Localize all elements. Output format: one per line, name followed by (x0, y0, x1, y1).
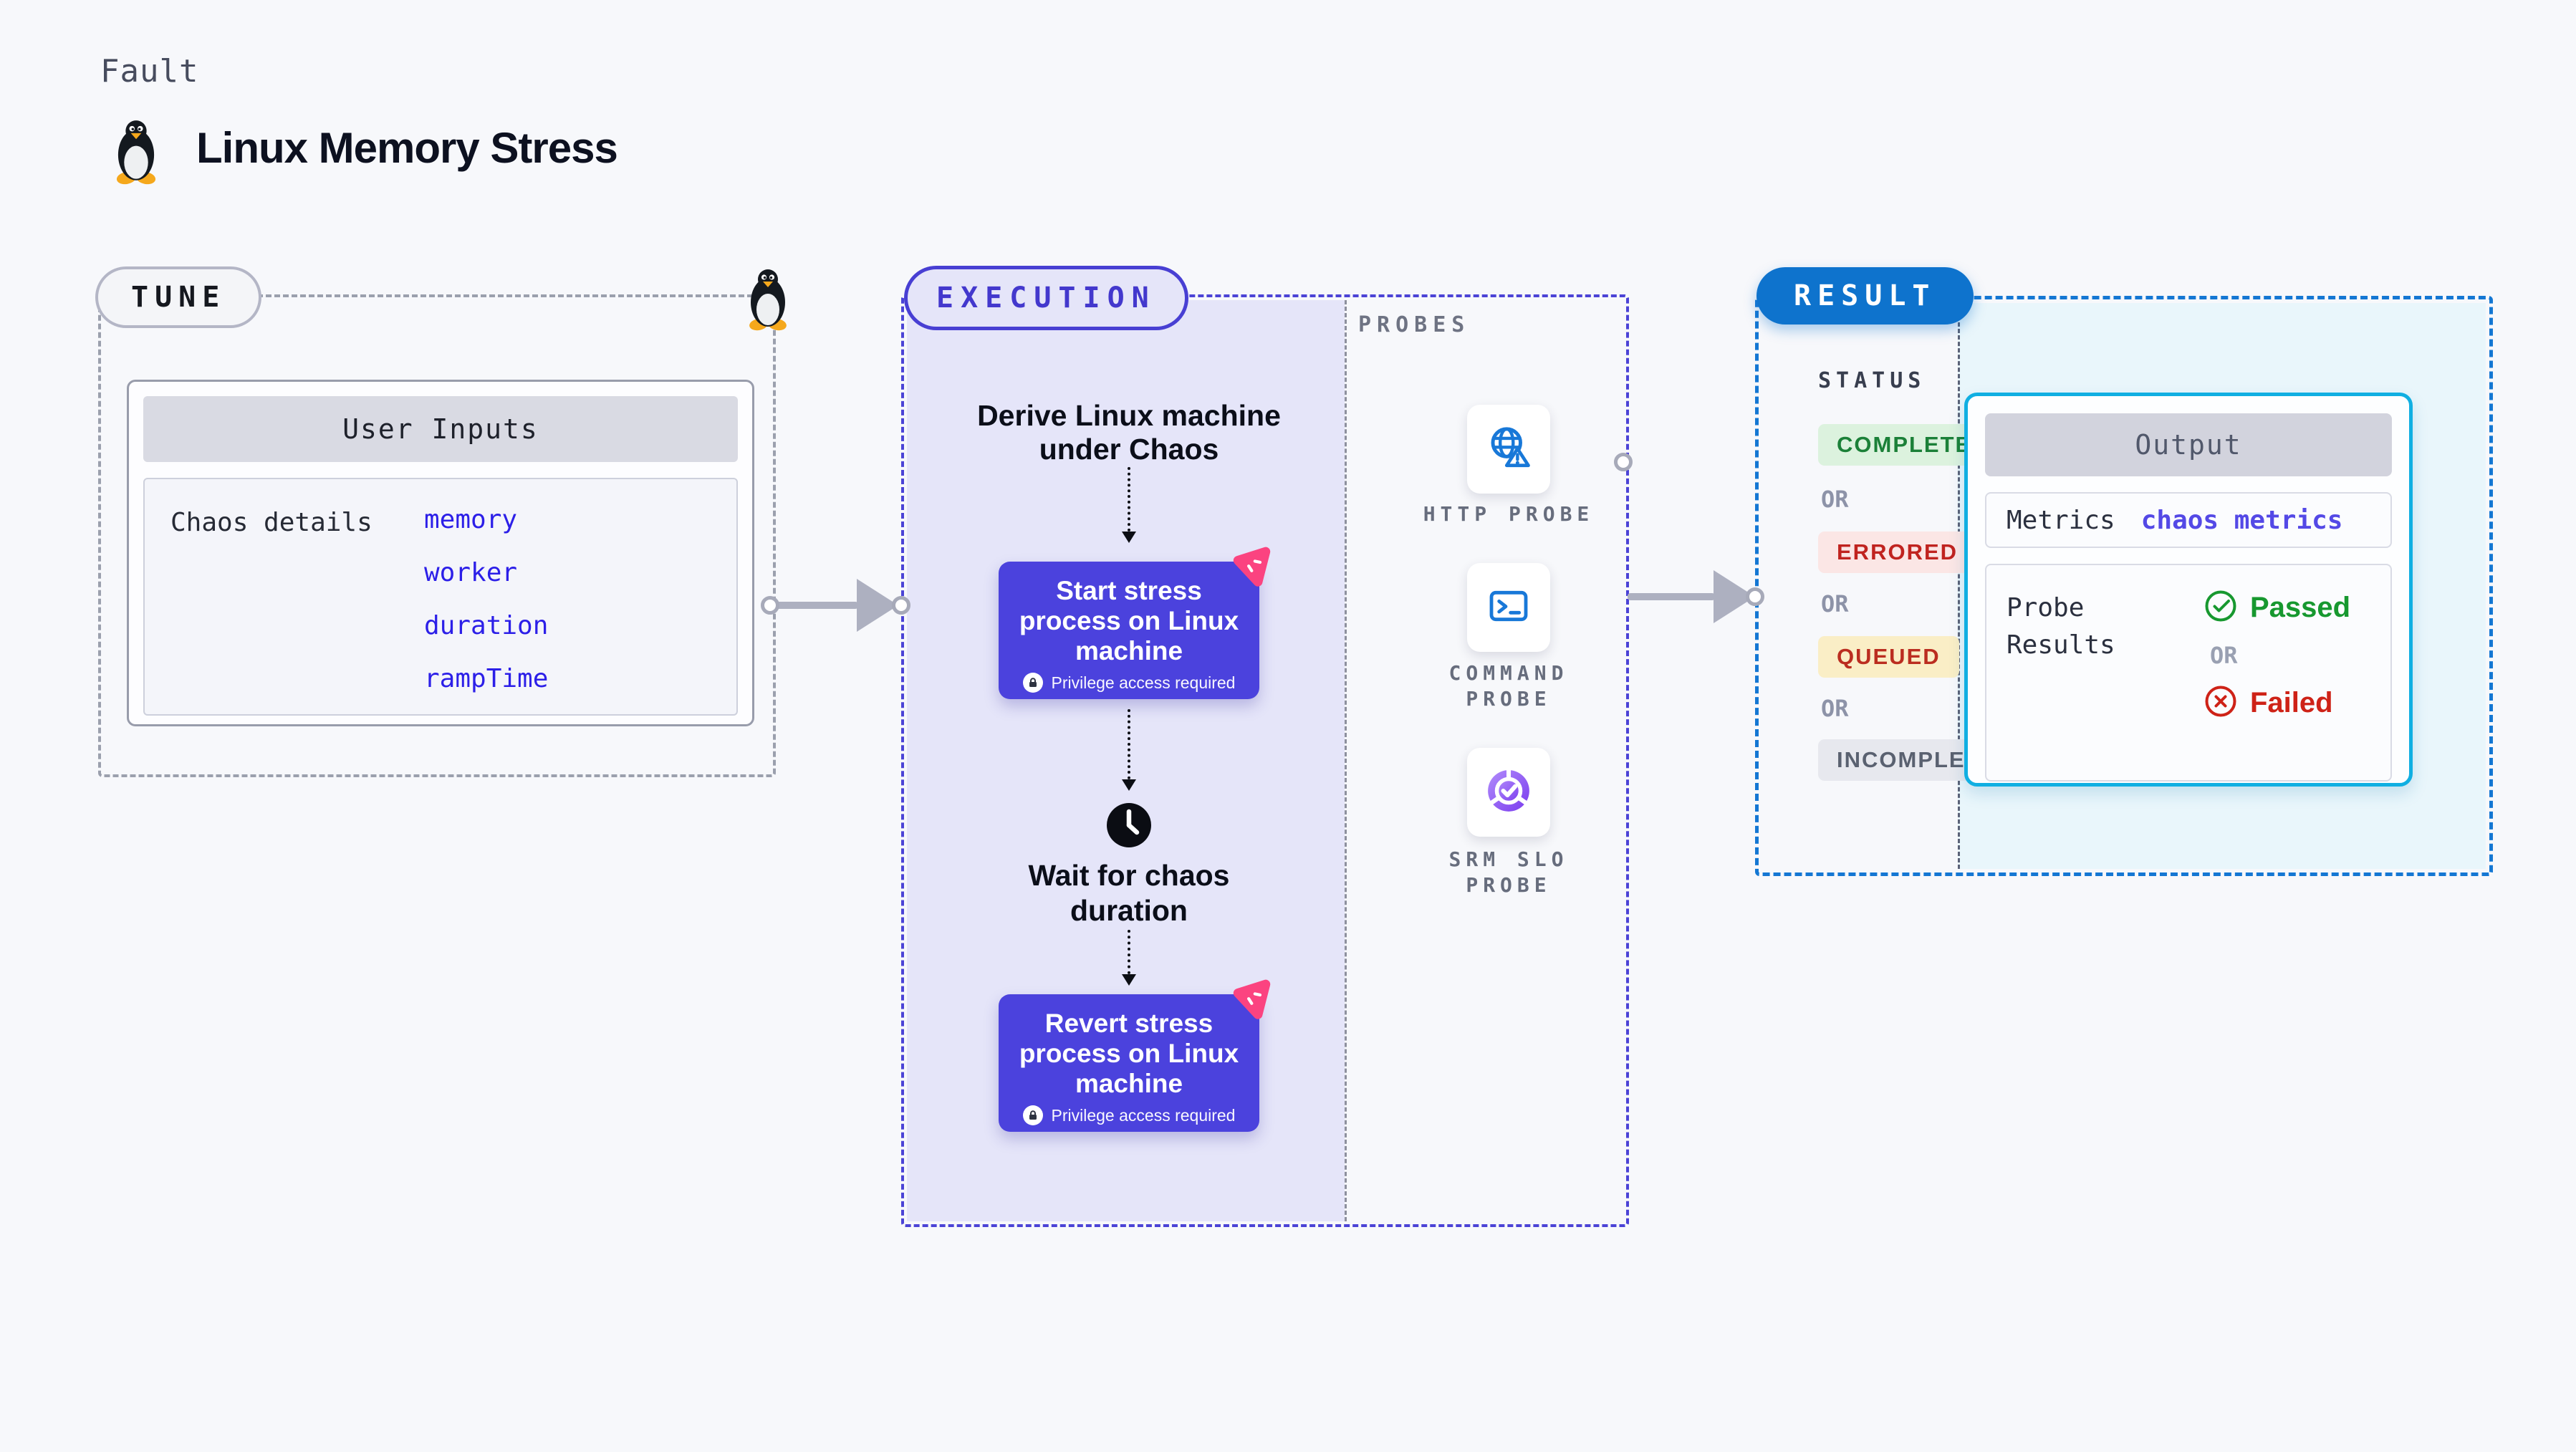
flow-arrow-tune-to-execution (774, 602, 858, 609)
chaos-badge-icon (1230, 545, 1274, 590)
user-inputs-card: User Inputs Chaos details memory worker … (127, 380, 754, 726)
revert-stress-node-title: Revert stress process on Linux machine (1019, 1009, 1239, 1098)
or-label: OR (1821, 590, 1849, 617)
user-inputs-header: User Inputs (143, 396, 738, 462)
chaos-metrics-link[interactable]: chaos metrics (2140, 505, 2343, 535)
dotted-connector (1128, 709, 1130, 779)
status-separator-line (1958, 303, 1960, 869)
tune-section-box (98, 294, 776, 777)
input-link-memory[interactable]: memory (424, 505, 518, 534)
terminal-icon (1486, 583, 1532, 633)
fault-kicker: Fault (100, 53, 199, 90)
dotted-arrowhead (1122, 532, 1136, 543)
srm-slo-probe-card[interactable] (1467, 748, 1550, 837)
dotted-connector (1128, 467, 1130, 532)
or-label: OR (1821, 695, 1849, 722)
wait-step-title: Wait for chaos duration (1028, 859, 1230, 928)
or-label: OR (1821, 486, 1849, 513)
check-circle-icon (2204, 590, 2237, 626)
metrics-row: Metrics chaos metrics (1985, 492, 2392, 548)
status-label: STATUS (1818, 368, 1926, 393)
privilege-note: Privilege access required (1051, 1105, 1236, 1125)
page-title: Linux Memory Stress (196, 124, 618, 172)
or-label: OR (2210, 642, 2238, 669)
input-link-worker[interactable]: worker (424, 558, 518, 587)
probe-verdicts: Passed OR Failed (2204, 590, 2350, 780)
clock-icon (1106, 802, 1152, 848)
start-stress-node-title: Start stress process on Linux machine (1019, 576, 1239, 665)
revert-stress-node-button[interactable]: Revert stress process on Linux machine P… (999, 979, 1271, 1132)
probe-results-label: Probe Results (2007, 593, 2115, 660)
x-circle-icon (2204, 685, 2237, 721)
http-probe-card[interactable] (1467, 405, 1550, 494)
connector-dot (761, 596, 779, 615)
connector-dot (892, 596, 910, 615)
tux-penguin-icon (112, 119, 160, 188)
tux-penguin-small-icon (745, 268, 791, 335)
passed-label: Passed (2250, 592, 2351, 623)
chaos-details-panel: Chaos details memory worker duration ram… (143, 478, 738, 716)
result-section-pill: RESULT (1756, 267, 1974, 324)
dotted-connector (1128, 930, 1130, 974)
metrics-label: Metrics (2007, 505, 2115, 535)
srm-slo-probe-label: SRM SLO PROBE (1448, 847, 1569, 898)
chaos-input-list: memory worker duration rampTime (424, 505, 548, 693)
tune-section-pill: TUNE (95, 266, 262, 328)
globe-alert-icon (1485, 424, 1532, 475)
dotted-arrowhead (1122, 779, 1136, 791)
output-card-header: Output (1985, 413, 2392, 476)
http-probe-label: HTTP PROBE (1423, 502, 1595, 526)
lock-icon (1022, 1105, 1043, 1126)
lock-icon (1022, 673, 1043, 693)
start-stress-node-button[interactable]: Start stress process on Linux machine Pr… (999, 547, 1271, 699)
flow-arrow-execution-to-result (1628, 593, 1715, 600)
slo-doughnut-check-icon (1485, 767, 1532, 818)
chaos-badge-icon (1230, 978, 1274, 1022)
execution-section-pill: EXECUTION (904, 266, 1188, 330)
probes-section-label: PROBES (1358, 312, 1471, 337)
input-link-ramptime[interactable]: rampTime (424, 664, 549, 693)
flow-arrowhead (857, 579, 898, 632)
privilege-note: Privilege access required (1051, 673, 1236, 692)
command-probe-label: COMMAND PROBE (1448, 661, 1569, 711)
failed-label: Failed (2250, 687, 2333, 718)
probes-separator-line (1345, 300, 1347, 1221)
status-badge-errored: ERRORED (1818, 532, 1977, 573)
connector-dot (1746, 587, 1764, 606)
dotted-arrowhead (1122, 974, 1136, 986)
status-badge-queued: QUEUED (1818, 636, 1959, 678)
command-probe-card[interactable] (1467, 563, 1550, 652)
connector-dot (1614, 453, 1633, 471)
probe-results-row: Probe Results Passed OR (1985, 564, 2392, 782)
output-card: Output Metrics chaos metrics Probe Resul… (1964, 393, 2413, 787)
input-link-duration[interactable]: duration (424, 611, 549, 640)
chaos-details-label: Chaos details (170, 508, 373, 537)
derive-step-title: Derive Linux machine under Chaos (977, 399, 1281, 466)
